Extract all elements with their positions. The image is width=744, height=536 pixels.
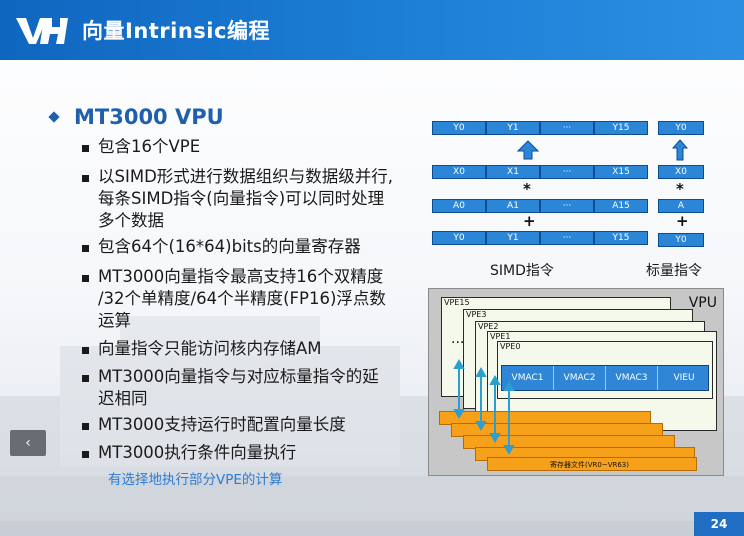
vpe-name: VPE1 xyxy=(490,332,511,341)
simd-cell: X0 xyxy=(432,165,486,179)
unit-vmac3: VMAC3 xyxy=(606,366,658,390)
square-bullet-icon xyxy=(82,423,89,430)
prev-slide-button[interactable]: ‹ xyxy=(10,430,46,456)
vpu-label: VPU xyxy=(688,295,717,311)
bullet-text: /32个单精度/64个半精度(FP16)浮点数 xyxy=(98,289,386,308)
register-file-layer: 寄存器文件(VR0~VR63) xyxy=(487,457,697,471)
unit-vmac1: VMAC1 xyxy=(502,366,554,390)
simd-cell: A15 xyxy=(594,199,648,213)
simd-cell: Y15 xyxy=(594,121,648,135)
bullet-text: MT3000执行条件向量执行 xyxy=(98,443,297,462)
register-file-label: 寄存器文件(VR0~VR63) xyxy=(550,461,629,469)
page-number: 24 xyxy=(694,512,744,536)
multiply-operator: * xyxy=(676,180,684,198)
bullet-text: 多个数据 xyxy=(98,211,164,230)
simd-cell: A1 xyxy=(486,199,540,213)
square-bullet-icon xyxy=(82,451,89,458)
sub-note: 有选择地执行部分VPE的计算 xyxy=(108,472,283,488)
slide-header: 向量Intrinsic编程 xyxy=(0,0,744,60)
bullet-text: 以SIMD形式进行数据组织与数据级并行, xyxy=(98,167,394,186)
logo-icon xyxy=(16,18,68,44)
vpe-name: VPE15 xyxy=(444,298,470,307)
bullet-text: 向量指令只能访问核内存储AM xyxy=(98,339,322,358)
simd-label: SIMD指令 xyxy=(490,263,554,279)
square-bullet-icon xyxy=(82,245,89,252)
vpe-name: VPE2 xyxy=(478,322,499,331)
main-bullet-text: MT3000 VPU xyxy=(74,105,224,129)
square-bullet-icon xyxy=(82,175,89,182)
unit-vmac2: VMAC2 xyxy=(554,366,606,390)
simd-cell: ··· xyxy=(540,231,594,245)
slide-title: 向量Intrinsic编程 xyxy=(82,19,270,43)
plus-operator: + xyxy=(523,212,536,230)
simd-cell: Y0 xyxy=(432,231,486,245)
multiply-operator: * xyxy=(523,180,531,198)
simd-cell: A0 xyxy=(432,199,486,213)
square-bullet-icon xyxy=(82,145,89,152)
diamond-bullet-icon xyxy=(48,111,60,123)
up-arrow-icon xyxy=(672,139,688,161)
simd-cell: ··· xyxy=(540,165,594,179)
bullet-text: 每条SIMD指令(向量指令)可以同时处理 xyxy=(98,189,385,208)
scalar-cell: Y0 xyxy=(658,233,704,247)
unit-vieu: VIEU xyxy=(673,373,695,383)
square-bullet-icon xyxy=(82,347,89,354)
simd-cell: Y15 xyxy=(594,231,648,245)
scalar-label: 标量指令 xyxy=(646,263,702,279)
square-bullet-icon xyxy=(82,375,89,382)
bullet-text: 包含64个(16*64)bits的向量寄存器 xyxy=(98,237,361,256)
simd-cell: X15 xyxy=(594,165,648,179)
square-bullet-icon xyxy=(82,275,89,282)
bullet-text: 迟相同 xyxy=(98,389,148,408)
simd-cell: Y1 xyxy=(486,231,540,245)
bullet-text: 运算 xyxy=(98,311,131,330)
bullet-text: MT3000向量指令最高支持16个双精度 xyxy=(98,267,384,286)
simd-cell: Y0 xyxy=(432,121,486,135)
ellipsis: ··· xyxy=(451,335,465,351)
vpe-name: VPE0 xyxy=(500,342,521,351)
execution-units: VMAC1 VMAC2 VMAC3 VIEU xyxy=(501,365,709,391)
bullet-text: MT3000向量指令与对应标量指令的延 xyxy=(98,367,379,386)
scalar-cell: A xyxy=(658,199,704,213)
scalar-cell: Y0 xyxy=(658,121,704,135)
scalar-cell: X0 xyxy=(658,165,704,179)
vpu-diagram: VPU VPE15 VPE3 VPE2 VPE1 VPE0 ··· VMAC1 … xyxy=(428,288,724,476)
vpe-name: VPE3 xyxy=(466,310,487,319)
simd-cell: X1 xyxy=(486,165,540,179)
simd-cell: ··· xyxy=(540,121,594,135)
simd-cell: ··· xyxy=(540,199,594,213)
data-path-arrows-icon xyxy=(453,359,515,456)
up-arrow-icon xyxy=(517,140,539,160)
plus-operator: + xyxy=(676,212,689,230)
simd-cell: Y1 xyxy=(486,121,540,135)
bullet-text: 包含16个VPE xyxy=(98,137,201,156)
bullet-text: MT3000支持运行时配置向量长度 xyxy=(98,415,346,434)
